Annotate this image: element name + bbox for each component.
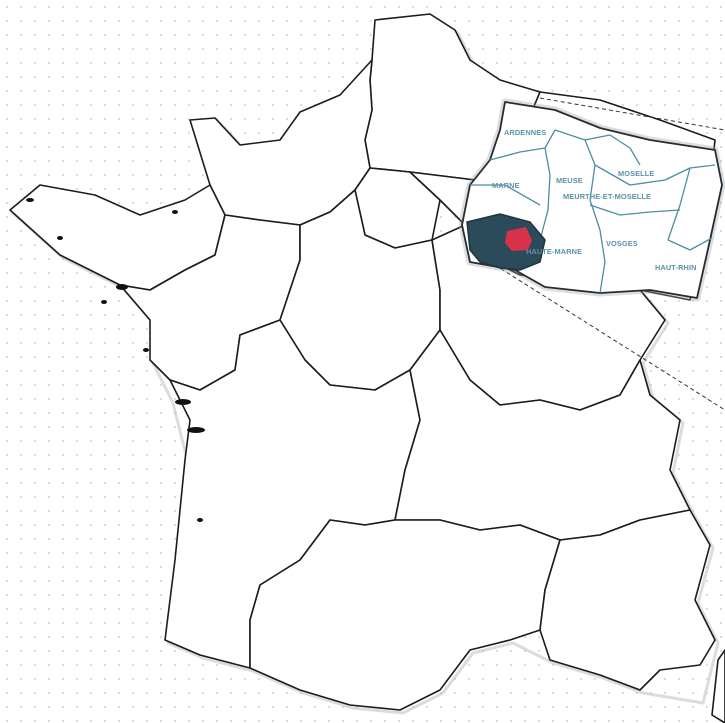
border-vosges-south (599, 229, 606, 294)
region-occitanie (249, 519, 561, 711)
border-haut-rhin (667, 237, 713, 251)
connector-line-top (539, 97, 725, 131)
label-marne: MARNE (492, 181, 520, 190)
border-ardennes-marne (489, 129, 556, 161)
atlantic-islands (26, 198, 205, 522)
border-bas-rhin (667, 167, 691, 241)
border-moselle-west (584, 134, 641, 166)
region-corse (711, 649, 725, 723)
label-meurthe-et-moselle: MEURTHE-ET-MOSELLE (563, 192, 651, 201)
region-provence-alpes-cote-dazur (539, 509, 716, 691)
border-aube (470, 184, 541, 206)
label-haute-marne: HAUTE-MARNE (526, 247, 582, 256)
label-ardennes: ARDENNES (504, 128, 546, 137)
label-vosges: VOSGES (606, 239, 638, 248)
connector-line-bottom (494, 264, 725, 411)
highlighted-area (505, 227, 532, 251)
label-meuse: MEUSE (556, 176, 583, 185)
border-moselle-meurthe (594, 164, 716, 186)
label-moselle: MOSELLE (618, 169, 654, 178)
grand-est-inset: ARDENNES MARNE MEUSE MOSELLE MEURTHE-ET-… (458, 98, 725, 302)
border-vosges-north (589, 204, 681, 216)
border-marne-meuse (539, 147, 551, 241)
label-haut-rhin: HAUT-RHIN (655, 263, 697, 272)
